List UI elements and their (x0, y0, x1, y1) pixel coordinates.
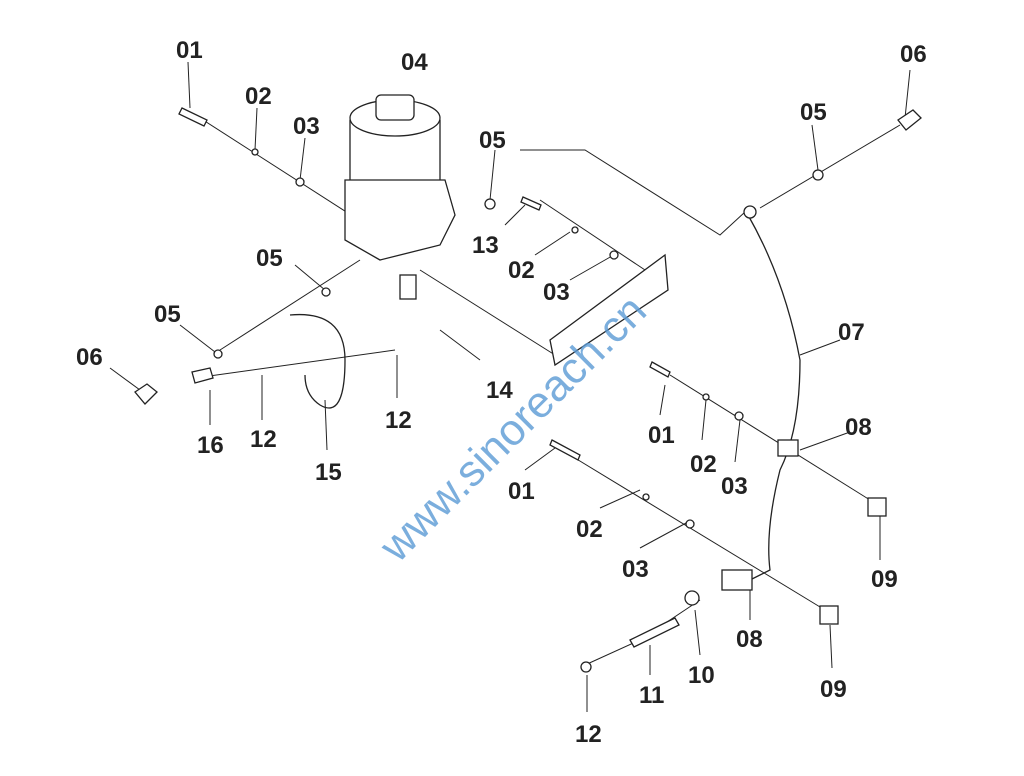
label-05: 05 (800, 99, 827, 126)
label-12: 12 (385, 407, 412, 434)
label-09: 09 (820, 676, 847, 703)
label-07: 07 (838, 319, 865, 346)
label-02: 02 (576, 516, 603, 543)
label-10: 10 (688, 662, 715, 689)
label-01: 01 (176, 37, 203, 64)
label-02: 02 (245, 83, 272, 110)
label-03: 03 (622, 556, 649, 583)
label-01: 01 (508, 478, 535, 505)
label-12: 12 (250, 426, 277, 453)
label-14: 14 (486, 377, 513, 404)
part-labels: 01 02 03 04 05 13 02 03 05 05 06 16 12 1… (76, 37, 927, 748)
label-05: 05 (256, 245, 283, 272)
label-08: 08 (845, 414, 872, 441)
label-05: 05 (154, 301, 181, 328)
parts (134, 94, 922, 673)
label-06: 06 (76, 344, 103, 371)
label-02: 02 (508, 257, 535, 284)
label-04: 04 (401, 49, 428, 76)
label-03: 03 (543, 279, 570, 306)
label-05: 05 (479, 127, 506, 154)
label-03: 03 (721, 473, 748, 500)
label-13: 13 (472, 232, 499, 259)
label-02: 02 (690, 451, 717, 478)
label-12: 12 (575, 721, 602, 748)
label-16: 16 (197, 432, 224, 459)
label-11: 11 (639, 682, 664, 709)
label-15: 15 (315, 459, 342, 486)
label-09: 09 (871, 566, 898, 593)
label-06: 06 (900, 41, 927, 68)
label-08: 08 (736, 626, 763, 653)
label-01: 01 (648, 422, 675, 449)
fuel-filter-assembly (344, 94, 456, 300)
label-03: 03 (293, 113, 320, 140)
